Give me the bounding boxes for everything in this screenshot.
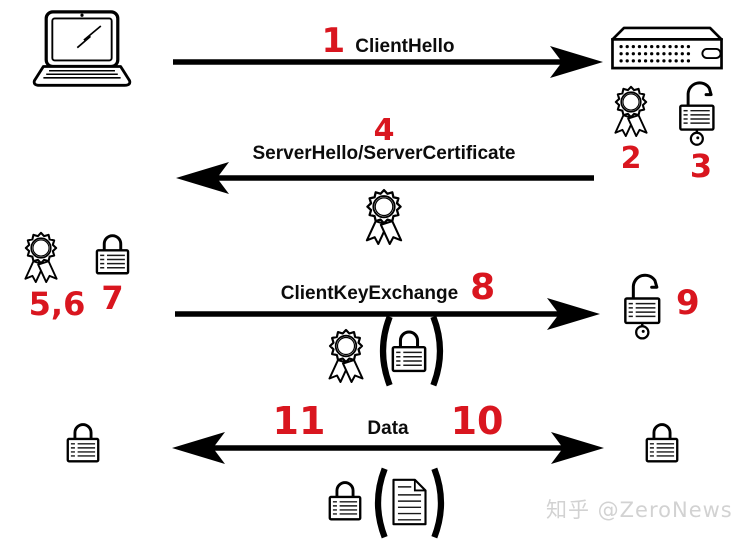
lock-closed-icon xyxy=(644,421,680,464)
step-number-9: 9 xyxy=(676,283,700,323)
step-number-1: 1 xyxy=(321,21,346,61)
lock-closed-icon xyxy=(65,421,101,464)
step-number-7: 7 xyxy=(101,279,124,317)
step-number-2: 2 xyxy=(620,141,642,176)
laptop-icon xyxy=(30,10,134,91)
message-label-client-key-exchange: ClientKeyExchange xyxy=(280,283,459,304)
message-client-key-exchange: ClientKeyExchange 8 xyxy=(173,270,603,306)
message-data: 11 Data 10 xyxy=(172,402,604,440)
step-number-5-6: 5,6 xyxy=(28,285,86,323)
document-icon xyxy=(390,478,429,526)
arrow-client-key-exchange-right xyxy=(175,298,600,330)
message-client-hello: 1 ClientHello xyxy=(173,24,603,58)
open-paren-icon xyxy=(369,464,388,542)
step-number-11: 11 xyxy=(272,399,326,443)
certificate-icon xyxy=(20,230,62,283)
arrow-data-both xyxy=(172,432,604,464)
server-icon xyxy=(610,26,724,70)
arrow-server-hello-left xyxy=(176,162,594,194)
certificate-icon xyxy=(610,84,652,137)
message-label-data: Data xyxy=(367,418,409,439)
step-number-10: 10 xyxy=(450,399,504,443)
close-paren-icon xyxy=(430,312,449,390)
step-number-3: 3 xyxy=(689,147,713,185)
message-label-server-hello: ServerHello/ServerCertificate xyxy=(252,143,516,164)
message-label-client-hello: ClientHello xyxy=(355,36,455,57)
arrow-client-hello-right xyxy=(173,46,603,78)
step-number-8: 8 xyxy=(470,267,496,308)
step-number-4: 4 xyxy=(373,113,395,148)
lock-closed-icon xyxy=(327,479,363,522)
lock-open-icon xyxy=(678,78,724,148)
certificate-icon xyxy=(324,327,368,383)
close-paren-icon xyxy=(431,464,450,542)
watermark: 知乎 @ZeroNews xyxy=(546,498,733,522)
lock-closed-icon xyxy=(390,328,428,374)
lock-open-icon xyxy=(623,270,670,342)
lock-closed-icon xyxy=(94,232,131,276)
certificate-icon xyxy=(361,187,407,245)
